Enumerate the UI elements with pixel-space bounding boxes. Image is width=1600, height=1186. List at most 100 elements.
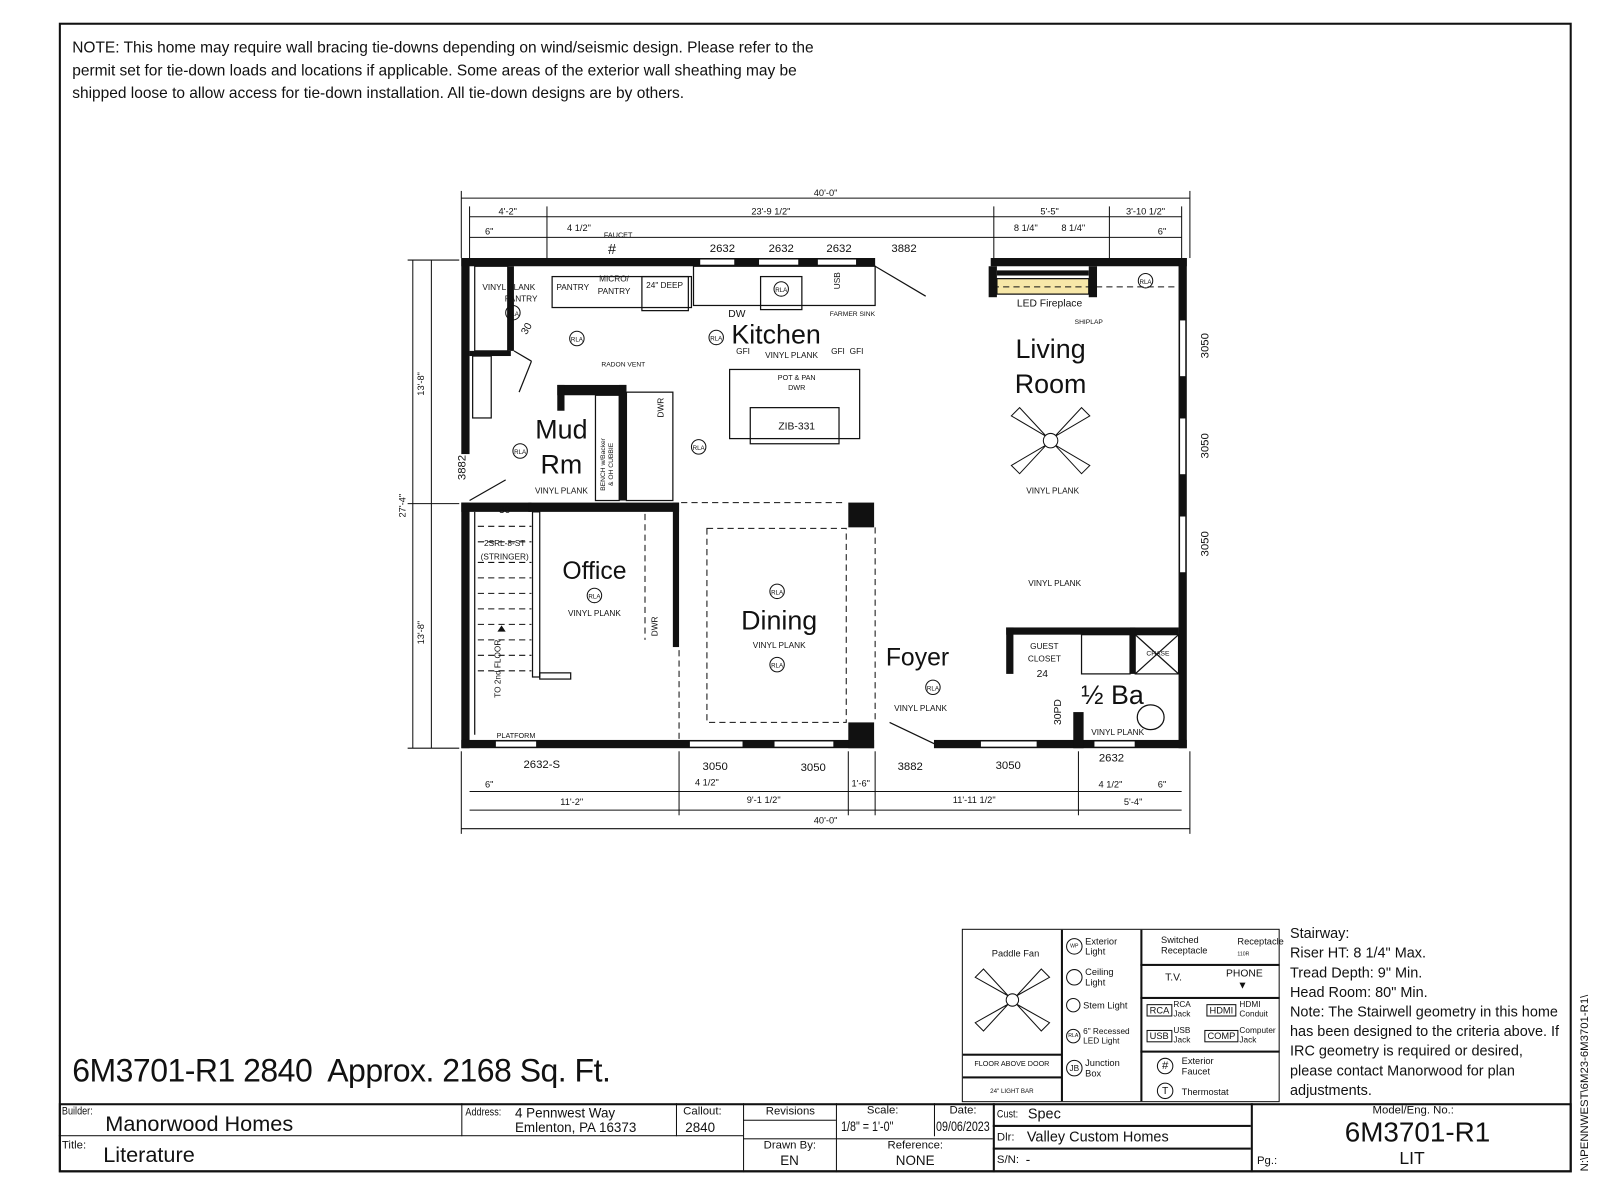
dim-label: 40'-0" <box>814 188 838 198</box>
dim-label: 27'-4" <box>398 494 408 518</box>
rla-icon: RLA <box>927 685 940 692</box>
rla-icon: RLA <box>571 337 584 344</box>
label: DWR <box>657 398 666 418</box>
rla-icon: RLA <box>1139 279 1152 286</box>
dim-label: 6" <box>485 779 493 789</box>
room-mud-2: Rm <box>541 450 583 480</box>
legend-junction-box: JB Junction Box <box>1066 1058 1132 1078</box>
window-label: 3050 <box>996 760 1021 772</box>
ceiling-light-icon <box>1066 969 1083 986</box>
door-label: 3882 <box>891 243 916 255</box>
dim-label: 5'-5" <box>1040 207 1058 217</box>
window-label: 3050 <box>801 762 826 774</box>
window-label: 2632 <box>769 243 794 255</box>
legend-stem-light: Stem Light <box>1066 997 1129 1013</box>
serial-label: S/N: <box>996 1153 1020 1167</box>
label: PANTRY <box>505 294 538 303</box>
kitchen-island <box>729 368 861 440</box>
label: PLATFORM <box>497 731 536 740</box>
page-label: Pg.: <box>1256 1154 1278 1168</box>
room-foyer: Foyer <box>886 645 949 672</box>
label: VINYL PLANK <box>753 641 806 650</box>
dim-label: 3'-10 1/2" <box>1126 207 1165 217</box>
junction-box-icon: JB <box>1066 1059 1083 1077</box>
cust-label: Cust: <box>996 1108 1019 1121</box>
ceiling-fan-icon <box>1010 406 1091 475</box>
title-label: Title: <box>61 1139 87 1152</box>
label: DW <box>728 309 745 320</box>
dim-label: 4 1/2" <box>1098 779 1122 789</box>
room-kitchen: Kitchen <box>731 320 820 350</box>
revisions-label: Revisions <box>765 1105 815 1118</box>
stairway-notes: Stairway: Riser HT: 8 1/4" Max. Tread De… <box>1290 924 1569 1100</box>
window-label: 2632 <box>826 243 851 255</box>
label: GFI <box>850 347 864 356</box>
rla-icon: RLA <box>507 311 520 318</box>
dim-label: 11'-11 1/2" <box>953 795 996 805</box>
address-label: Address: <box>465 1106 502 1119</box>
opening-labels: 2632 2632 2632 3882 3050 3050 3050 3882 … <box>456 243 1211 774</box>
legend-light-bar: 24" LIGHT BAR <box>990 1088 1034 1095</box>
dimension-labels: 40'-0" 4'-2" 23'-9 1/2" 5'-5" 3'-10 1/2"… <box>398 188 1167 825</box>
label: 24" DEEP <box>646 281 683 290</box>
window-label: 2632-S <box>524 759 561 771</box>
dim-label: 11'-2" <box>560 797 583 807</box>
label: VINYL PLANK <box>535 486 588 495</box>
label: 30 <box>499 505 511 516</box>
dealer-value: Valley Custom Homes <box>1026 1127 1169 1145</box>
rla-icon: RLA <box>1066 1028 1081 1044</box>
rla-markers: RLA RLA RLA RLA RLA RLA RLA RLA RLA RLA … <box>505 272 1154 696</box>
windows <box>494 258 1187 748</box>
plan-headline: 6M3701-R1 2840 Approx. 2168 Sq. Ft. <box>72 1052 611 1089</box>
label: CHASE <box>1146 650 1170 657</box>
date-label: Date: <box>949 1104 977 1117</box>
exterior-walls <box>461 258 1187 749</box>
room-dining: Dining <box>741 606 817 636</box>
room-half-bath: ½ Ba <box>1081 680 1144 710</box>
dim-label: 1'-6" <box>851 778 869 788</box>
label: VINYL PLANK <box>1028 579 1081 588</box>
dim-label: 9'-1 1/2" <box>747 795 781 805</box>
label: 24 <box>1037 669 1049 680</box>
builder-label: Builder: <box>61 1105 93 1118</box>
dim-label: 8 1/4" <box>1061 223 1085 233</box>
scale-value: 1/8" = 1'-0" <box>841 1118 894 1135</box>
date-value: 09/06/2023 <box>936 1118 990 1135</box>
label: & OH CUBBIE <box>608 442 615 486</box>
legend-exterior-light: WP Exterior Light <box>1066 936 1132 957</box>
legend-usb-jack: USB Jack <box>1173 1025 1191 1045</box>
faucet-icon: # <box>608 242 616 258</box>
phone-triangle-icon: ▼ <box>1237 980 1248 992</box>
usb-icon: USB <box>1146 1029 1172 1043</box>
label: VINYL PLANK <box>765 351 818 360</box>
label: PANTRY <box>556 283 589 292</box>
dim-label: 8 1/4" <box>1014 223 1038 233</box>
rla-icon: RLA <box>693 445 706 452</box>
callout-value: 2840 <box>685 1119 716 1136</box>
fixture-labels: FAUCET # VINYL PLANK PANTRY PANTRY MICRO… <box>481 230 1170 740</box>
label: VINYL PLANK <box>568 609 621 618</box>
stairway-riser: Riser HT: 8 1/4" Max. <box>1289 944 1427 961</box>
dining-table-outline <box>706 527 847 723</box>
address-line-2: Emlenton, PA 16373 <box>514 1119 637 1136</box>
exterior-light-icon: WP <box>1066 938 1083 955</box>
file-path-text: N:\PENNWEST\6M23-6M3701-R1\ <box>1578 994 1592 1172</box>
label: VINYL PLANK <box>482 283 535 292</box>
drawn-by-value: EN <box>780 1152 799 1169</box>
tie-down-note: NOTE: This home may require wall bracing… <box>72 39 814 103</box>
room-labels: Kitchen Living Room Mud Rm Office Dining… <box>535 320 1144 710</box>
label: GUEST <box>1030 642 1058 651</box>
room-mud-1: Mud <box>535 415 587 445</box>
label: BENCH w/Backer <box>600 437 607 491</box>
rla-icon: RLA <box>771 663 784 670</box>
label: VINYL PLANK <box>1026 486 1079 495</box>
legend-computer-jack: Computer Jack <box>1239 1025 1276 1045</box>
dim-label: 13'-8" <box>416 621 426 645</box>
dim-label: 13'-8" <box>416 372 426 396</box>
address-line-1: 4 Pennwest Way <box>514 1105 616 1121</box>
legend-thermostat: Thermostat <box>1181 1086 1229 1098</box>
window-label: 3050 <box>1199 333 1211 358</box>
label: FARMER SINK <box>830 311 876 318</box>
label: USB <box>833 272 842 289</box>
